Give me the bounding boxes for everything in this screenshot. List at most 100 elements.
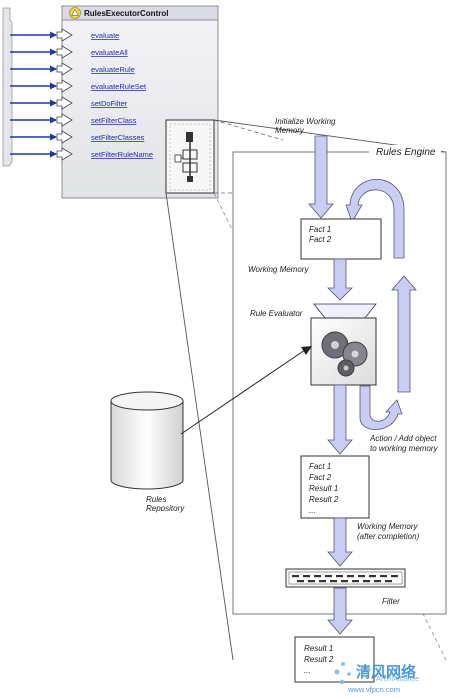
method-port-icon	[56, 45, 73, 59]
up-arrow-right	[391, 275, 417, 393]
down-arrow-3	[327, 384, 353, 455]
repository-to-evaluator-arrow	[180, 346, 312, 435]
method-port-icon	[56, 28, 73, 42]
filter-label: Filter	[382, 597, 400, 606]
fact-2-5: ...	[309, 506, 316, 515]
filter-dash	[374, 580, 381, 583]
connector-arrow-icon	[50, 116, 57, 124]
filter-dash	[391, 575, 398, 578]
filter-dash	[380, 575, 387, 578]
rule-evaluator	[310, 303, 377, 386]
method-row[interactable]: setFilterRuleName	[10, 147, 153, 161]
method-row[interactable]: setFilterClasses	[10, 130, 145, 144]
repository-label-1: Rules	[146, 495, 166, 504]
connector-arrow-icon	[50, 99, 57, 107]
rules-executor-control[interactable]: RulesExecutorControl evaluate evaluateAll…	[10, 5, 219, 199]
method-port-icon	[56, 113, 73, 127]
connector-arrow-icon	[50, 150, 57, 158]
fact-2-1: Fact 1	[309, 462, 331, 471]
filter-dash	[314, 575, 321, 578]
filter-dash	[369, 575, 376, 578]
watermark-cn: 清风网络	[356, 663, 416, 681]
result-box: Result 1 Result 2 ...	[294, 636, 375, 683]
method-link-setFilterClass[interactable]: setFilterClass	[91, 116, 137, 125]
method-port-icon	[56, 130, 73, 144]
gears-icon	[321, 331, 368, 377]
down-arrow-4	[327, 517, 353, 567]
filter-dash	[319, 580, 326, 583]
fact-box-1: Fact 1 Fact 2	[300, 218, 382, 260]
method-row[interactable]: evaluate	[10, 28, 119, 42]
filter-dash	[297, 580, 304, 583]
filter-dash	[330, 580, 337, 583]
method-link-evaluate[interactable]: evaluate	[91, 31, 119, 40]
filter-dash	[352, 580, 359, 583]
method-link-evaluateAll[interactable]: evaluateAll	[91, 48, 128, 57]
initialize-arrow	[308, 135, 334, 219]
watermark-small: ArchiAlliance	[376, 674, 419, 683]
filter-dash	[385, 580, 392, 583]
loop-back-arrow	[345, 178, 405, 259]
watermark-url: www.vfpcn.com	[347, 685, 400, 694]
filter-dash	[358, 575, 365, 578]
rules-engine-title: Rules Engine	[376, 147, 436, 158]
filter-dash	[341, 580, 348, 583]
method-port-icon	[56, 96, 73, 110]
filter-dash	[363, 580, 370, 583]
connector-arrow-icon	[50, 82, 57, 90]
method-row[interactable]: setDoFilter	[10, 96, 128, 110]
init-wm-label-2: Memory	[275, 126, 305, 135]
method-row[interactable]: evaluateRule	[10, 62, 135, 76]
watermark: ArchiAlliance 清风网络 www.vfpcn.com	[334, 662, 419, 694]
filter-bar	[285, 568, 406, 588]
filter-dash	[347, 575, 354, 578]
fact-1-2: Fact 2	[309, 235, 332, 244]
connector-arrow-icon	[50, 65, 57, 73]
method-row[interactable]: setFilterClass	[10, 113, 137, 127]
fact-1-1: Fact 1	[309, 225, 331, 234]
result-2: Result 2	[304, 655, 334, 664]
filter-dash	[292, 575, 299, 578]
warning-triangle-icon	[69, 7, 81, 19]
wm-after-label-1: Working Memory	[357, 522, 418, 531]
down-arrow-2	[327, 258, 353, 301]
filter-dash	[325, 575, 332, 578]
fact-2-3: Result 1	[309, 484, 338, 493]
method-list: evaluate evaluateAll evaluateRule evaluateR…	[10, 28, 153, 161]
working-memory-label: Working Memory	[248, 265, 309, 274]
filter-dash	[308, 580, 315, 583]
wm-after-label-2: (after completion)	[357, 532, 420, 541]
fact-2-4: Result 2	[309, 495, 339, 504]
connector-arrow-icon	[50, 133, 57, 141]
method-link-evaluateRuleSet[interactable]: evaluateRuleSet	[91, 82, 147, 91]
method-row[interactable]: evaluateRuleSet	[10, 79, 147, 93]
rule-evaluator-label: Rule Evaluator	[250, 309, 303, 318]
method-port-icon	[56, 79, 73, 93]
method-link-setDoFilter[interactable]: setDoFilter	[91, 99, 128, 108]
fact-2-2: Fact 2	[309, 473, 332, 482]
action-label-2: to working memory	[370, 444, 439, 453]
init-wm-label-1: Initialize Working	[275, 117, 336, 126]
filter-dash	[303, 575, 310, 578]
fact-box-2: Fact 1 Fact 2 Result 1 Result 2 ...	[300, 455, 370, 519]
down-arrow-5	[327, 587, 353, 635]
component-thumbnail[interactable]	[165, 119, 215, 194]
rules-repository-cylinder	[110, 391, 184, 490]
method-row[interactable]: evaluateAll	[10, 45, 128, 59]
method-link-setFilterClasses[interactable]: setFilterClasses	[91, 133, 145, 142]
filter-dash	[336, 575, 343, 578]
method-link-evaluateRule[interactable]: evaluateRule	[91, 65, 135, 74]
action-label-1: Action / Add object	[369, 434, 437, 443]
left-panel-edge	[2, 7, 13, 167]
action-curl-arrow	[359, 385, 403, 430]
repository-label-2: Repository	[146, 504, 185, 513]
result-1: Result 1	[304, 644, 333, 653]
method-link-setFilterRuleName[interactable]: setFilterRuleName	[91, 150, 153, 159]
connector-arrow-icon	[50, 31, 57, 39]
connector-arrow-icon	[50, 48, 57, 56]
method-port-icon	[56, 62, 73, 76]
method-port-icon	[56, 147, 73, 161]
result-3: ...	[304, 666, 311, 675]
control-title: RulesExecutorControl	[84, 9, 168, 18]
